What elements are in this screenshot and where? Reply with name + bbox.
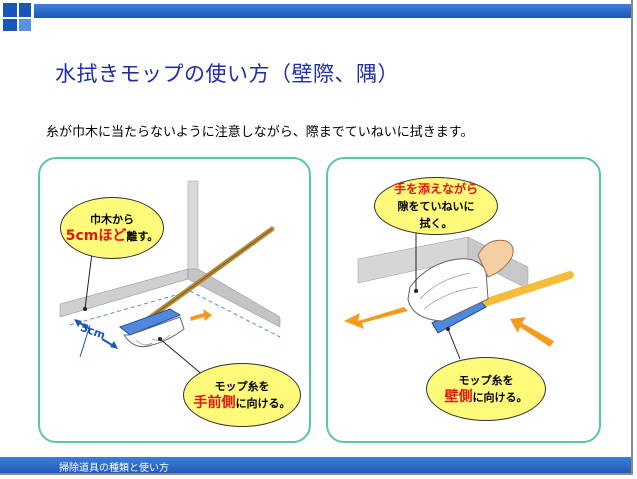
bubble-text: に向ける。	[235, 397, 291, 410]
left-top-speech-bubble: 巾木から 5cmほど離す。	[60, 197, 164, 259]
bubble-text: 離す。	[126, 230, 159, 243]
bubble-text: に向ける。	[472, 391, 528, 404]
right-scene-illustration	[344, 229, 574, 360]
header-strip	[34, 4, 631, 18]
bubble-line: 拭く。	[419, 216, 453, 230]
bubble-line: モップ糸を	[214, 380, 270, 393]
corner-square-icon	[3, 19, 17, 31]
corner-square-icon	[19, 3, 31, 17]
corner-square-icon	[19, 19, 31, 31]
footer-text: 掃除道具の種類と使い方	[59, 463, 169, 474]
left-illustration-panel: 5cm 巾木から 5cmほど離す。 モップ糸を 手前側に向ける。	[38, 157, 311, 443]
bubble-line: モップ糸を	[458, 374, 514, 387]
page-subtitle: 糸が巾木に当たらないように注意しながら、際までていねいに拭きます。	[46, 125, 474, 140]
highlight-text: 5cmほど	[65, 228, 127, 244]
highlight-text: 壁側	[444, 389, 473, 405]
bubble-line: 5cmほど離す。	[61, 228, 163, 245]
right-illustration-panel: 手を添えながら 隙をていねいに 拭く。 モップ糸を 壁側に向ける。	[326, 157, 601, 443]
bubble-line: 巾木から	[90, 213, 134, 226]
highlight-text: 手前側	[193, 395, 236, 411]
bubble-line: 隙をていねいに	[397, 199, 475, 213]
left-scene-illustration	[59, 180, 281, 382]
right-top-speech-bubble: 手を添えながら 隙をていねいに 拭く。	[374, 177, 498, 235]
footer-bar: 掃除道具の種類と使い方	[0, 457, 631, 474]
page-title: 水拭きモップの使い方（壁際、隅）	[55, 62, 399, 86]
right-bottom-speech-bubble: モップ糸を 壁側に向ける。	[426, 357, 546, 421]
highlight-text: 手を添えながら	[393, 181, 478, 196]
bubble-line: 手前側に向ける。	[184, 395, 300, 412]
corner-square-icon	[3, 3, 17, 17]
left-bottom-speech-bubble: モップ糸を 手前側に向ける。	[183, 363, 301, 427]
top-bar	[0, 0, 631, 31]
bubble-line: 壁側に向ける。	[427, 389, 545, 406]
